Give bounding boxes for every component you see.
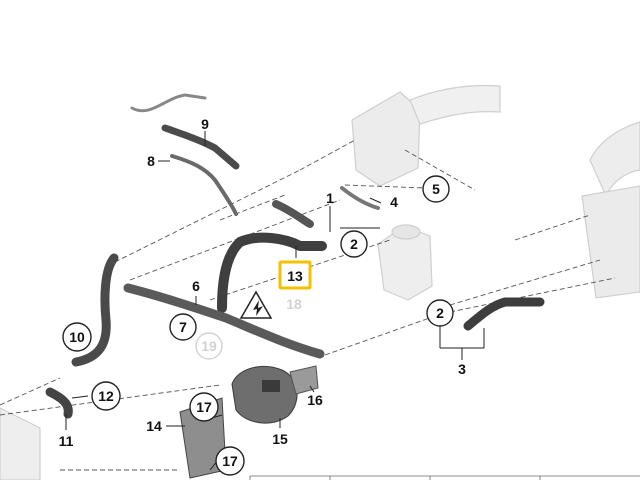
callout-14[interactable]: 14 xyxy=(146,418,162,434)
callout-6[interactable]: 6 xyxy=(192,278,200,294)
callout-label: 3 xyxy=(458,361,466,377)
background-components xyxy=(0,84,640,480)
callout-label: 1 xyxy=(326,190,334,206)
callout-label: 16 xyxy=(307,392,323,408)
hose-8 xyxy=(170,154,238,216)
expansion-tank-upper xyxy=(351,91,421,187)
callout-label: 10 xyxy=(69,329,85,345)
intercooler-block xyxy=(581,185,640,299)
callout-leaders xyxy=(65,131,485,471)
water-pump-assembly xyxy=(179,365,319,479)
table-edge xyxy=(249,475,640,480)
callout-19[interactable]: 19 xyxy=(195,332,223,360)
callout-label: 8 xyxy=(147,153,155,169)
callout-16[interactable]: 16 xyxy=(307,392,323,408)
turbo-pipe-right xyxy=(589,121,640,198)
tank-cap xyxy=(391,224,421,240)
callout-label: 17 xyxy=(196,399,212,415)
pipe-9 xyxy=(130,93,207,113)
callout-4[interactable]: 4 xyxy=(390,194,398,210)
hose-9 xyxy=(161,124,240,170)
hose-4 xyxy=(340,186,380,210)
callout-label: 2 xyxy=(436,305,444,321)
callout-10[interactable]: 10 xyxy=(62,322,92,352)
callout-13-highlighted[interactable]: 13 xyxy=(278,260,312,290)
callout-8[interactable]: 8 xyxy=(147,153,155,169)
hose-6 xyxy=(123,283,325,359)
leader-dashes xyxy=(0,139,616,471)
callout-label: 5 xyxy=(432,181,440,197)
pump-body xyxy=(231,366,298,424)
hoses xyxy=(45,93,545,419)
callout-5[interactable]: 5 xyxy=(422,175,450,203)
callout-label: 18 xyxy=(286,296,302,312)
callout-7[interactable]: 7 xyxy=(169,313,197,341)
callout-15[interactable]: 15 xyxy=(272,431,288,447)
callouts: 1 2 2 3 4 5 6 7 xyxy=(59,116,466,476)
callout-9[interactable]: 9 xyxy=(201,116,209,132)
pump-connector xyxy=(262,380,280,392)
callout-2-lower[interactable]: 2 xyxy=(426,299,454,327)
callout-label: 14 xyxy=(146,418,162,434)
hose-12 xyxy=(45,387,73,419)
electrical-warning-icon xyxy=(239,290,273,319)
callout-label: 9 xyxy=(201,116,209,132)
callout-label: 15 xyxy=(272,431,288,447)
hose-13 xyxy=(217,232,327,313)
callout-1[interactable]: 1 xyxy=(326,190,334,206)
callout-label: 19 xyxy=(201,338,217,354)
callout-17-lower[interactable]: 17 xyxy=(215,446,245,476)
callout-label: 7 xyxy=(179,319,187,335)
callout-label: 12 xyxy=(98,388,114,404)
radiator-edge xyxy=(0,407,41,480)
hose-1 xyxy=(272,200,314,228)
callout-3[interactable]: 3 xyxy=(458,361,466,377)
callout-label: 13 xyxy=(287,268,303,284)
callout-17-upper[interactable]: 17 xyxy=(189,392,219,422)
callout-label: 6 xyxy=(192,278,200,294)
callout-label: 2 xyxy=(350,236,358,252)
callout-label: 4 xyxy=(390,194,398,210)
callout-2-upper[interactable]: 2 xyxy=(340,230,368,258)
callout-label: 17 xyxy=(222,453,238,469)
callout-label: 11 xyxy=(59,433,74,449)
tank-upper-pipe xyxy=(409,84,501,125)
hose-10 xyxy=(71,253,119,367)
callout-11[interactable]: 11 xyxy=(59,433,74,449)
callout-18[interactable]: 18 xyxy=(286,296,302,312)
hose-3 xyxy=(463,297,545,331)
callout-12[interactable]: 12 xyxy=(91,381,121,411)
